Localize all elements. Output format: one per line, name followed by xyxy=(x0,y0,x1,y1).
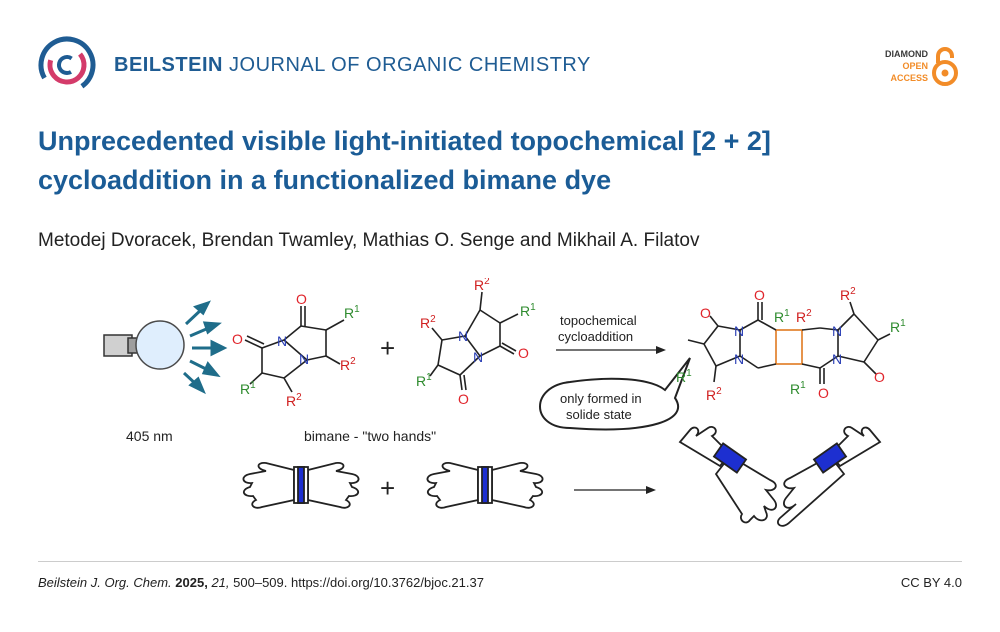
bubble-line2: solide state xyxy=(566,407,632,422)
atom-o: O xyxy=(754,287,765,303)
plus-sign: + xyxy=(380,333,395,363)
substituent-r1: R1 xyxy=(344,304,360,321)
substituent-r1: R1 xyxy=(520,302,536,319)
bimane-hands-icon xyxy=(242,462,360,509)
light-rays-icon xyxy=(182,300,228,395)
substituent-r1: R1 xyxy=(790,380,806,397)
speech-bubble: only formed in solide state xyxy=(539,357,691,431)
oa-badge-line2: OPEN xyxy=(902,61,928,71)
atom-o: O xyxy=(458,391,469,407)
atom-n: N xyxy=(734,351,744,367)
oa-badge-text: DIAMOND OPEN ACCESS xyxy=(885,48,928,84)
substituent-r2: R2 xyxy=(474,278,490,293)
atom-o: O xyxy=(818,385,829,401)
citation-pages-doi[interactable]: 500–509. https://doi.org/10.3762/bjoc.21… xyxy=(233,575,484,590)
dimer-product-structure xyxy=(687,301,891,384)
oa-badge-line3: ACCESS xyxy=(890,73,928,83)
arrow-label-line2: cycloaddition xyxy=(558,329,633,344)
atom-n: N xyxy=(734,323,744,339)
substituent-r2: R2 xyxy=(706,386,722,403)
substituent-r1: R1 xyxy=(890,318,906,335)
atom-n: N xyxy=(832,351,842,367)
atom-o: O xyxy=(296,291,307,307)
reaction-arrow-bottom xyxy=(574,486,656,494)
article-authors: Metodej Dvoracek, Brendan Twamley, Mathi… xyxy=(38,230,700,251)
substituent-r2: R2 xyxy=(840,286,856,303)
beilstein-logo-icon xyxy=(38,36,96,94)
atom-o: O xyxy=(518,345,529,361)
atom-n: N xyxy=(299,351,309,367)
atom-o: O xyxy=(874,369,885,385)
bubble-line1: only formed in xyxy=(560,391,642,406)
journal-header: BEILSTEIN JOURNAL OF ORGANIC CHEMISTRY D… xyxy=(38,36,962,96)
open-lock-icon xyxy=(932,47,958,86)
atom-o: O xyxy=(700,305,711,321)
citation: Beilstein J. Org. Chem. 2025, 21, 500–50… xyxy=(38,575,484,590)
bimane-structure-1 xyxy=(244,306,345,393)
bimane-hands-icon xyxy=(426,462,544,509)
substituent-r2: R2 xyxy=(340,356,356,373)
substituent-r2: R2 xyxy=(286,392,302,409)
substituent-r1: R1 xyxy=(676,368,692,385)
wavelength-label: 405 nm xyxy=(126,428,173,444)
atom-o: O xyxy=(232,331,243,347)
substituent-r2: R2 xyxy=(420,314,436,331)
reaction-arrow xyxy=(556,346,666,354)
journal-name: BEILSTEIN JOURNAL OF ORGANIC CHEMISTRY xyxy=(114,54,591,77)
bimane-structure-2 xyxy=(429,291,519,391)
atom-n: N xyxy=(277,333,287,349)
lamp-icon xyxy=(103,320,185,370)
substituent-r1: R1 xyxy=(240,380,256,397)
diamond-open-access-badge: DIAMOND OPEN ACCESS xyxy=(862,46,962,88)
substituent-r1: R1 xyxy=(416,372,432,389)
atom-n: N xyxy=(473,349,483,365)
plus-sign: + xyxy=(380,473,395,503)
journal-name-bold: BEILSTEIN xyxy=(114,54,223,76)
citation-journal: Beilstein J. Org. Chem. xyxy=(38,575,172,590)
citation-volume: 21, xyxy=(211,575,230,590)
footer-divider xyxy=(38,561,962,562)
license[interactable]: CC BY 4.0 xyxy=(900,575,962,590)
atom-n: N xyxy=(832,323,842,339)
arrow-label-line1: topochemical xyxy=(560,313,637,328)
oa-badge-line1: DIAMOND xyxy=(885,49,928,59)
bimane-two-hands-caption: bimane - "two hands" xyxy=(304,428,436,444)
dimer-atom-labels: O O O O N N N N R1 R1 R1 R1 R2 R2 R2 xyxy=(676,286,906,403)
graphical-abstract: 405 nm O O N N R1 R1 R2 R2 + O O N xyxy=(103,278,906,527)
handshake-icon xyxy=(678,426,882,527)
journal-name-rest: JOURNAL OF ORGANIC CHEMISTRY xyxy=(229,54,591,76)
citation-year: 2025, xyxy=(175,575,208,590)
bimane-2-atom-labels: O O N N R2 R2 R1 R1 xyxy=(416,278,536,407)
substituent-r1: R1 xyxy=(774,308,790,325)
bimane-1-atom-labels: O O N N R1 R1 R2 R2 xyxy=(232,291,360,409)
article-title: Unprecedented visible light-initiated to… xyxy=(38,126,771,195)
substituent-r2: R2 xyxy=(796,308,812,325)
atom-n: N xyxy=(458,328,468,344)
